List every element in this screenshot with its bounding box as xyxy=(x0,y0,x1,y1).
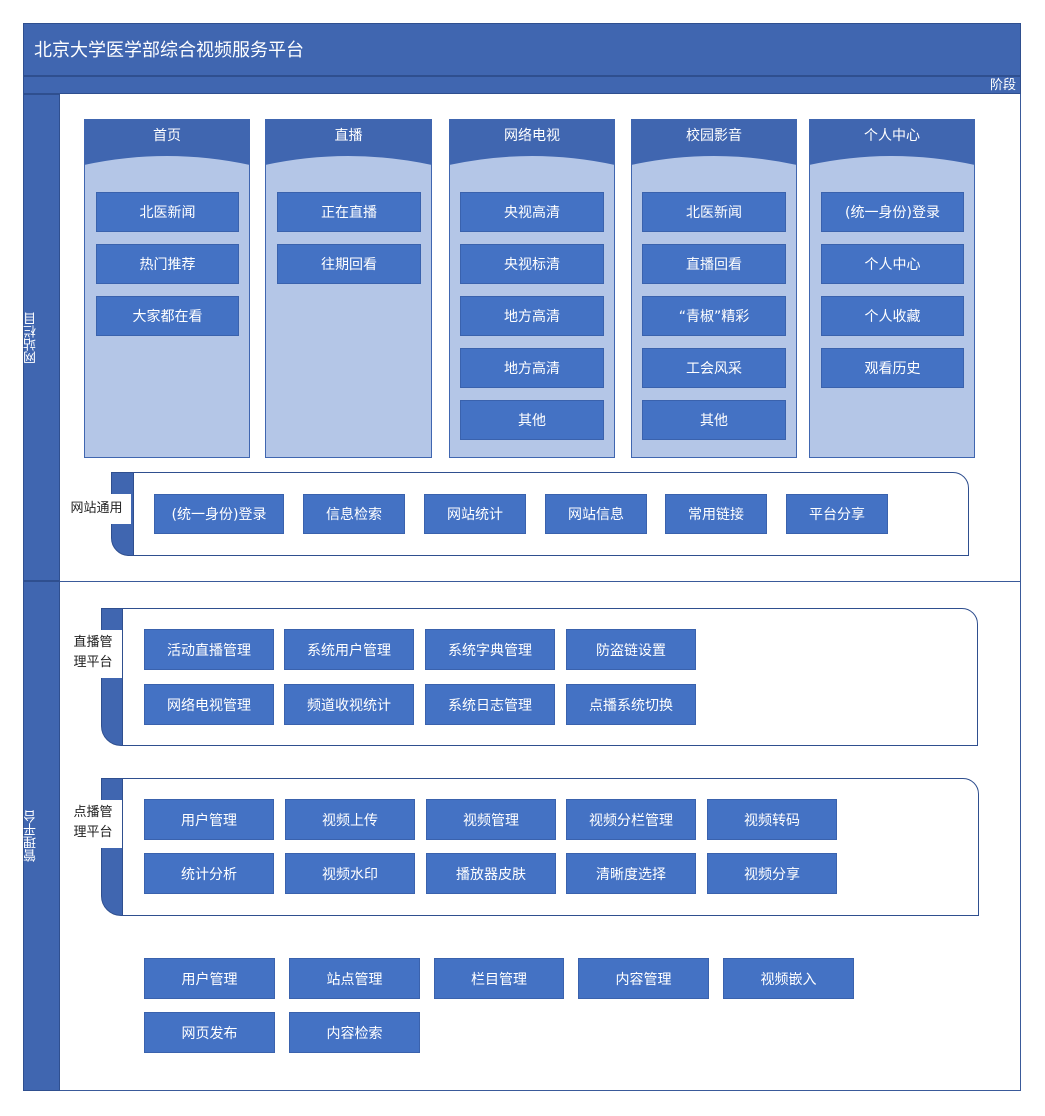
column-item[interactable]: 直播回看 xyxy=(642,244,786,284)
column-item[interactable]: 其他 xyxy=(642,400,786,440)
column-title: 个人中心 xyxy=(864,128,920,144)
common-item[interactable]: 网站信息 xyxy=(545,494,647,534)
vod-label-line1: 点播管 xyxy=(73,805,113,820)
vod-label-line2: 理平台 xyxy=(73,825,113,840)
column-item[interactable]: 往期回看 xyxy=(277,244,421,284)
section-website: 网站栏目 xyxy=(23,94,60,581)
section-website-label: 网站栏目 xyxy=(24,311,39,364)
vod-item[interactable]: 视频水印 xyxy=(285,853,415,894)
column-home: 首页 北医新闻 热门推荐 大家都在看 xyxy=(84,119,250,458)
column-item[interactable]: 工会风采 xyxy=(642,348,786,388)
vod-item[interactable]: 视频转码 xyxy=(707,799,837,840)
common-item[interactable]: 信息检索 xyxy=(303,494,405,534)
column-title: 校园影音 xyxy=(686,128,742,144)
live-item[interactable]: 活动直播管理 xyxy=(144,629,274,670)
common-item[interactable]: 平台分享 xyxy=(786,494,888,534)
live-item[interactable]: 点播系统切换 xyxy=(566,684,696,725)
common-item[interactable]: 网站统计 xyxy=(424,494,526,534)
vod-item[interactable]: 视频分栏管理 xyxy=(566,799,696,840)
column-item[interactable]: 央视标清 xyxy=(460,244,604,284)
common-item[interactable]: (统一身份)登录 xyxy=(154,494,284,534)
cms-item[interactable]: 内容检索 xyxy=(289,1012,420,1053)
live-label-box: 直播管 理平台 xyxy=(64,630,122,678)
vod-item[interactable]: 视频管理 xyxy=(426,799,556,840)
column-campus-media: 校园影音 北医新闻 直播回看 “青椒”精彩 工会风采 其他 xyxy=(631,119,797,458)
column-item[interactable]: 个人中心 xyxy=(821,244,964,284)
column-item[interactable]: 央视高清 xyxy=(460,192,604,232)
column-item[interactable]: 地方高清 xyxy=(460,348,604,388)
cms-item[interactable]: 用户管理 xyxy=(144,958,275,999)
column-item[interactable]: 正在直播 xyxy=(277,192,421,232)
live-label-line1: 直播管 xyxy=(73,635,113,650)
column-item[interactable]: 地方高清 xyxy=(460,296,604,336)
cms-item[interactable]: 网页发布 xyxy=(144,1012,275,1053)
live-item[interactable]: 系统日志管理 xyxy=(425,684,555,725)
live-item[interactable]: 系统字典管理 xyxy=(425,629,555,670)
column-item[interactable]: 其他 xyxy=(460,400,604,440)
column-item[interactable]: 北医新闻 xyxy=(642,192,786,232)
column-item[interactable]: 热门推荐 xyxy=(96,244,239,284)
column-live: 直播 正在直播 往期回看 xyxy=(265,119,432,458)
live-label-line2: 理平台 xyxy=(73,655,113,670)
section-management: 管理平台 xyxy=(23,581,60,1091)
column-header: 个人中心 xyxy=(809,119,975,167)
column-item[interactable]: 观看历史 xyxy=(821,348,964,388)
page-title: 北京大学医学部综合视频服务平台 xyxy=(23,23,1021,76)
column-item[interactable]: (统一身份)登录 xyxy=(821,192,964,232)
cms-item[interactable]: 站点管理 xyxy=(289,958,420,999)
column-header: 首页 xyxy=(84,119,250,167)
column-item[interactable]: 个人收藏 xyxy=(821,296,964,336)
vod-item[interactable]: 视频分享 xyxy=(707,853,837,894)
vod-label-box: 点播管 理平台 xyxy=(64,800,122,848)
vod-item[interactable]: 统计分析 xyxy=(144,853,274,894)
vod-item[interactable]: 视频上传 xyxy=(285,799,415,840)
column-title: 直播 xyxy=(334,128,363,144)
common-label: 网站通用 xyxy=(70,501,123,516)
live-item[interactable]: 网络电视管理 xyxy=(144,684,274,725)
vod-item[interactable]: 清晰度选择 xyxy=(566,853,696,894)
live-item[interactable]: 频道收视统计 xyxy=(284,684,414,725)
cms-item[interactable]: 内容管理 xyxy=(578,958,709,999)
common-item[interactable]: 常用链接 xyxy=(665,494,767,534)
column-title: 网络电视 xyxy=(504,128,560,144)
column-header: 校园影音 xyxy=(631,119,797,167)
vod-item[interactable]: 播放器皮肤 xyxy=(426,853,556,894)
column-personal-center: 个人中心 (统一身份)登录 个人中心 个人收藏 观看历史 xyxy=(809,119,975,458)
column-network-tv: 网络电视 央视高清 央视标清 地方高清 地方高清 其他 xyxy=(449,119,615,458)
cms-item[interactable]: 栏目管理 xyxy=(434,958,564,999)
column-item[interactable]: “青椒”精彩 xyxy=(642,296,786,336)
column-header: 直播 xyxy=(265,119,432,167)
live-item[interactable]: 防盗链设置 xyxy=(566,629,696,670)
column-title: 首页 xyxy=(153,128,181,144)
section-divider xyxy=(60,581,1021,582)
vod-item[interactable]: 用户管理 xyxy=(144,799,274,840)
column-item[interactable]: 大家都在看 xyxy=(96,296,239,336)
stage-bar: 阶段 xyxy=(23,76,1021,94)
section-management-label: 管理平台 xyxy=(24,810,39,862)
live-item[interactable]: 系统用户管理 xyxy=(284,629,414,670)
stage-label: 阶段 xyxy=(989,78,1016,93)
cms-item[interactable]: 视频嵌入 xyxy=(723,958,854,999)
common-label-box: 网站通用 xyxy=(62,494,131,524)
column-header: 网络电视 xyxy=(449,119,615,167)
column-item[interactable]: 北医新闻 xyxy=(96,192,239,232)
